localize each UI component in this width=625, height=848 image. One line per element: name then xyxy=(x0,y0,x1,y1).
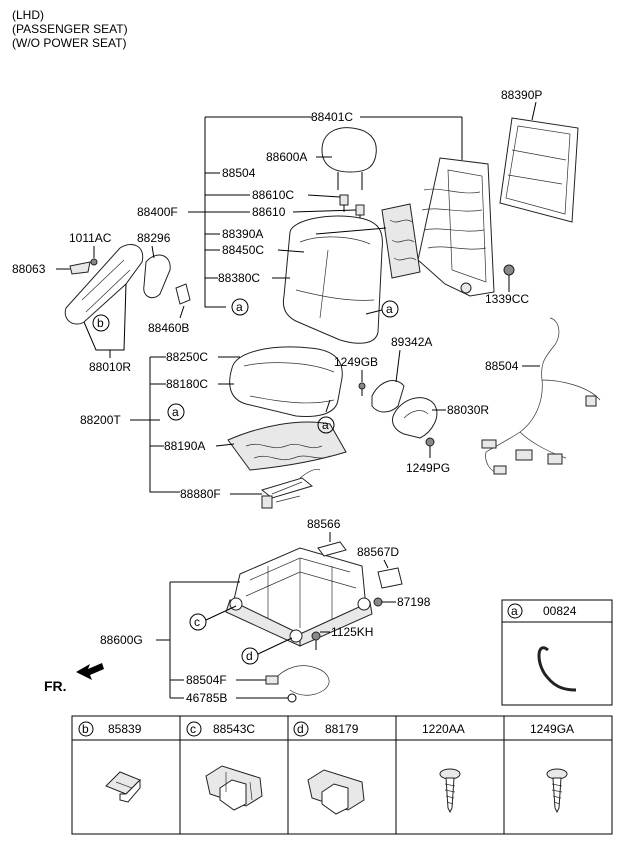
bracket-88460B[interactable] xyxy=(175,283,191,305)
header-passenger-seat: (PASSENGER SEAT) xyxy=(12,22,128,36)
label-88504-harness: 88504 xyxy=(485,359,519,373)
label-88390A: 88390A xyxy=(222,227,263,241)
harness-88504F[interactable] xyxy=(265,665,330,703)
marker-b xyxy=(92,314,110,332)
screw-1220AA-icon xyxy=(439,768,461,814)
label-88460B: 88460B xyxy=(148,321,189,335)
label-1249GB: 1249GB xyxy=(334,355,378,369)
label-88010R: 88010R xyxy=(89,360,131,374)
cap-88543C-icon xyxy=(205,765,263,811)
wiring-harness-88504[interactable] xyxy=(481,317,601,475)
cover-88567D[interactable] xyxy=(377,567,403,589)
label-88030R: 88030R xyxy=(447,403,489,417)
label-88390P: 88390P xyxy=(501,88,542,102)
clip-85839-icon xyxy=(105,771,141,803)
table-col3-part: 88179 xyxy=(325,722,359,736)
table-col2-letter: c xyxy=(190,722,196,736)
label-88610: 88610 xyxy=(252,205,286,219)
screw-1249PG[interactable] xyxy=(425,437,435,447)
front-arrow-icon xyxy=(76,663,104,680)
marker-a-back xyxy=(231,298,249,316)
marker-a-cushion-letter: a xyxy=(386,302,393,316)
marker-d-letter: d xyxy=(246,649,253,663)
table-col1-part: 85839 xyxy=(108,722,142,736)
parts-table: b 85839 c 88543C d 88179 1220AA 1249GA xyxy=(71,715,613,835)
bolt-1125KH[interactable] xyxy=(311,631,321,641)
label-89342A: 89342A xyxy=(391,335,432,349)
cap-88179-icon xyxy=(307,769,365,815)
table-col4-part: 1220AA xyxy=(422,722,465,736)
label-88450C: 88450C xyxy=(222,243,264,257)
screw-1249GA-icon xyxy=(546,768,568,814)
bolt-87198[interactable] xyxy=(373,597,383,607)
screw-1249GB[interactable] xyxy=(358,382,366,390)
label-88190A: 88190A xyxy=(164,439,205,453)
marker-a-cushion xyxy=(381,300,399,318)
headrest-88600A[interactable] xyxy=(321,127,377,190)
trim-88296[interactable] xyxy=(143,254,171,299)
front-direction-label: FR. xyxy=(44,678,67,694)
label-88180C: 88180C xyxy=(166,377,208,391)
clip-88063[interactable] xyxy=(69,261,91,275)
marker-a-back-letter: a xyxy=(236,300,243,314)
marker-c xyxy=(189,613,207,631)
screw-1011AC[interactable] xyxy=(90,258,98,266)
label-88600A: 88600A xyxy=(266,150,307,164)
legend-a-part: 00824 xyxy=(543,604,577,618)
marker-d xyxy=(241,647,259,665)
seat-heater-88880F[interactable] xyxy=(260,468,321,509)
legend-a-letter: a xyxy=(511,604,518,618)
marker-a-seat xyxy=(167,403,185,421)
marker-b-letter: b xyxy=(97,316,104,330)
label-88200T: 88200T xyxy=(80,413,121,427)
header-lhd: (LHD) xyxy=(12,8,44,22)
label-1339CC: 1339CC xyxy=(485,292,529,306)
clip-00824-icon xyxy=(537,646,577,692)
back-panel-88390P[interactable] xyxy=(499,117,579,223)
label-88504F: 88504F xyxy=(186,673,227,687)
side-cover-88010R[interactable] xyxy=(64,244,144,325)
seat-back-frame[interactable] xyxy=(417,157,495,297)
marker-a-seat-letter: a xyxy=(172,405,179,419)
cover-88566[interactable] xyxy=(317,541,347,557)
table-col2-part: 88543C xyxy=(213,722,255,736)
legend-box-a: a 00824 xyxy=(501,599,613,706)
bolt-1339CC[interactable] xyxy=(503,264,515,276)
label-88567D: 88567D xyxy=(357,545,399,559)
table-col1-letter: b xyxy=(82,722,89,736)
label-88600G: 88600G xyxy=(100,633,143,647)
side-shield-89342A[interactable] xyxy=(371,380,405,413)
marker-a-pad-letter: a xyxy=(322,418,329,432)
label-88610C: 88610C xyxy=(252,188,294,202)
table-col5-part: 1249GA xyxy=(530,722,574,736)
label-1011AC: 1011AC xyxy=(69,231,112,245)
table-col3-letter: d xyxy=(297,722,304,736)
cushion-pad-88190A[interactable] xyxy=(227,421,347,471)
seat-cushion-cover-88180C[interactable] xyxy=(229,346,343,417)
label-88566: 88566 xyxy=(307,517,341,531)
label-88880F: 88880F xyxy=(180,487,221,501)
pad-88390A[interactable] xyxy=(381,203,421,279)
label-1249PG: 1249PG xyxy=(406,461,450,475)
header-without-power-seat: (W/O POWER SEAT) xyxy=(12,36,127,50)
label-88063: 88063 xyxy=(12,262,46,276)
label-88250C: 88250C xyxy=(166,350,208,364)
label-88380C: 88380C xyxy=(218,271,260,285)
side-shield-88030R[interactable] xyxy=(391,397,438,439)
seat-back-cushion[interactable] xyxy=(282,215,383,344)
label-87198: 87198 xyxy=(397,595,431,609)
label-88296: 88296 xyxy=(137,231,171,245)
label-88401C: 88401C xyxy=(311,110,353,124)
label-88504-harness-ref: 88504 xyxy=(222,166,256,180)
label-88400F: 88400F xyxy=(137,205,178,219)
label-46785B: 46785B xyxy=(186,691,227,705)
marker-a-pad xyxy=(317,416,335,434)
label-1125KH: 1125KH xyxy=(331,625,373,639)
marker-c-letter: c xyxy=(194,615,200,629)
